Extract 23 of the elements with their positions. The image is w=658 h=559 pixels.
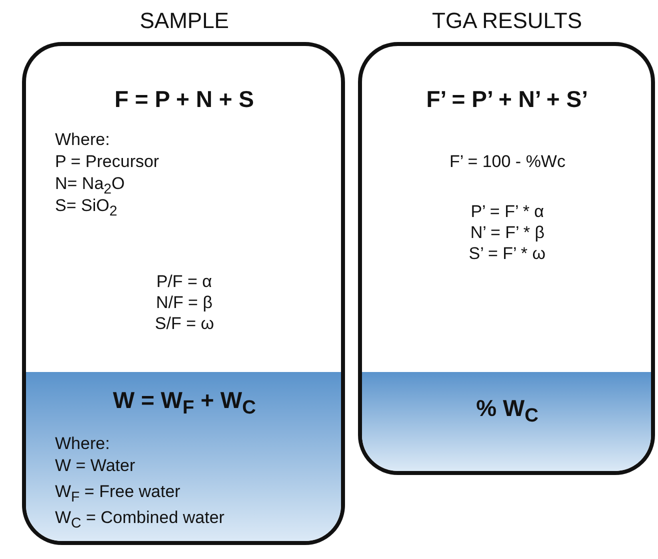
text-line: S= SiO$_{2}$: [55, 196, 118, 222]
text-line: W = Water: [55, 456, 136, 476]
panel-heading: SAMPLE: [138, 8, 230, 34]
text-line: W$_{F}$ = Free water: [55, 482, 180, 508]
formula: F’ = 100 - %Wc: [448, 152, 566, 172]
text-line: Where:: [55, 130, 110, 150]
text-line: P = Precursor: [55, 152, 160, 172]
formula: P/F = α: [156, 272, 213, 292]
text-line: N= Na$_{2}$O: [55, 174, 125, 198]
formula: F = P + N + S: [114, 86, 255, 112]
text-line: W$_{C}$ = Combined water: [55, 508, 224, 534]
panel-heading: TGA RESULTS: [432, 8, 583, 34]
formula: P’ = F’ * α: [470, 202, 545, 222]
water-band: [362, 372, 651, 471]
formula: S/F = ω: [154, 314, 215, 334]
formula: F’ = P’ + N’ + S’: [426, 86, 589, 112]
formula: S’ = F’ * ω: [468, 244, 546, 264]
formula: % W$_{C}$: [475, 395, 540, 429]
formula: N/F = β: [155, 293, 214, 313]
text-line: Where:: [55, 434, 110, 454]
water-band: [26, 372, 341, 541]
formula: W = W$_{F}$ + W$_{C}$: [112, 387, 257, 421]
formula: N’ = F’ * β: [469, 223, 546, 243]
